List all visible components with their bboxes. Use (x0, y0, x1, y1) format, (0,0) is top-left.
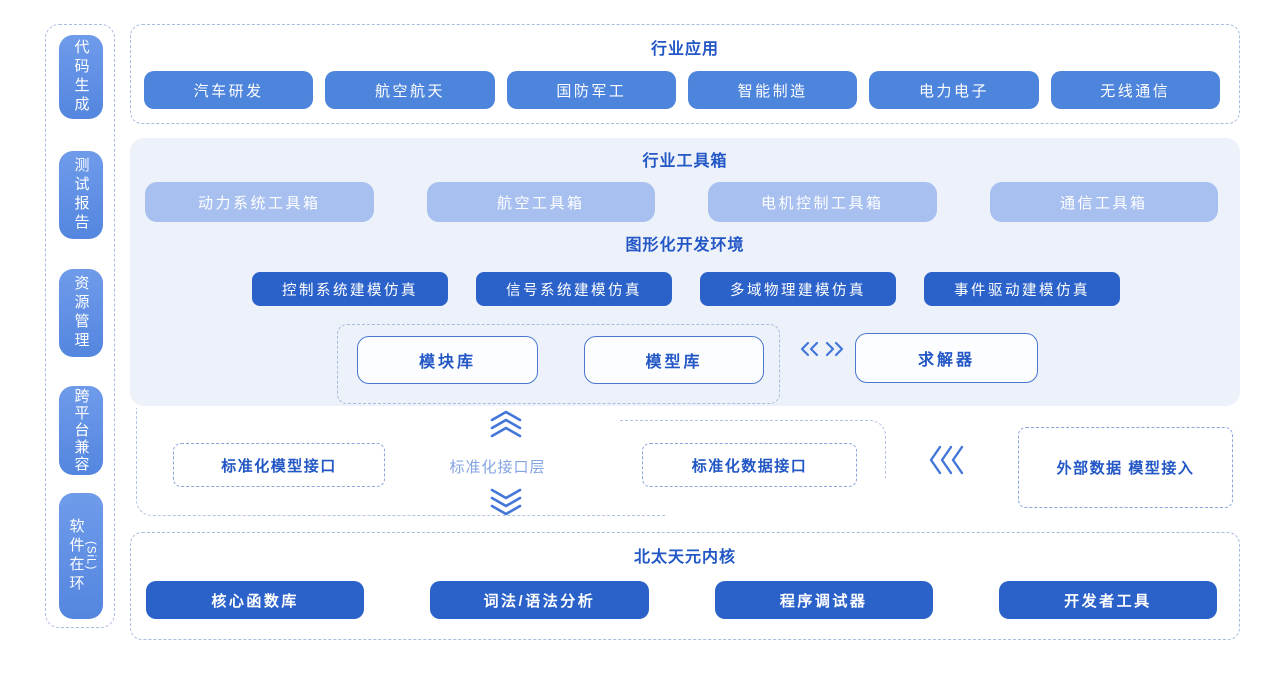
toolbox-motor-control[interactable]: 电机控制工具箱 (708, 182, 937, 222)
model-library-box[interactable]: 模型库 (584, 336, 764, 384)
toolbox-powertrain[interactable]: 动力系统工具箱 (145, 182, 374, 222)
sidebar-item-label: 资源管理 (72, 275, 90, 351)
ide-signal-system-sim[interactable]: 信号系统建模仿真 (476, 272, 672, 306)
toolbox-aviation[interactable]: 航空工具箱 (426, 182, 655, 222)
ide-title: 图形化开发环境 (625, 237, 745, 254)
ide-multidomain-sim[interactable]: 多域物理建模仿真 (700, 272, 896, 306)
sidebar-item-label: 代码生成 (72, 39, 90, 115)
industry-app-aerospace[interactable]: 航空航天 (325, 71, 495, 109)
toolbox-title: 行业工具箱 (642, 153, 728, 170)
sidebar-item-cross-platform[interactable]: 跨平台兼容 (59, 386, 103, 475)
dashed-connector-left-shape (136, 408, 666, 516)
ide-row: 控制系统建模仿真 信号系统建模仿真 多域物理建模仿真 事件驱动建模仿真 (252, 272, 1120, 306)
industry-app-wireless[interactable]: 无线通信 (1050, 71, 1220, 109)
kernel-core-function-library[interactable]: 核心函数库 (146, 581, 365, 619)
external-data-model-access-box[interactable]: 外部数据 模型接入 (1018, 427, 1233, 508)
sidebar-item-sublabel: (SiL) (84, 541, 97, 571)
toolbox-row: 动力系统工具箱 航空工具箱 电机控制工具箱 通信工具箱 (145, 182, 1218, 222)
kernel-developer-tools[interactable]: 开发者工具 (998, 581, 1217, 619)
sidebar-item-label: 跨平台兼容 (72, 388, 90, 473)
industry-apps-title: 行业应用 (650, 41, 719, 58)
interface-layer-label: 标准化接口层 (449, 459, 546, 476)
sidebar-item-test-report[interactable]: 测试报告 (59, 151, 103, 239)
kernel-debugger[interactable]: 程序调试器 (714, 581, 933, 619)
dashed-connector-right-shape (620, 420, 886, 478)
standard-data-interface-box[interactable]: 标准化数据接口 (642, 443, 857, 487)
sidebar-item-software-in-loop[interactable]: 软件在环 (SiL) (59, 493, 103, 619)
sidebar-item-label: 测试报告 (72, 157, 90, 233)
industry-app-power[interactable]: 电力电子 (869, 71, 1039, 109)
sidebar-item-label: 软件在环 (67, 518, 85, 594)
kernel-title: 北太天元内核 (633, 549, 736, 566)
ide-control-system-sim[interactable]: 控制系统建模仿真 (252, 272, 448, 306)
triple-chevron-up-icon (487, 409, 525, 439)
industry-apps-row: 汽车研发 航空航天 国防军工 智能制造 电力电子 无线通信 (144, 71, 1220, 109)
ide-event-driven-sim[interactable]: 事件驱动建模仿真 (924, 272, 1120, 306)
sidebar-item-code-generation[interactable]: 代码生成 (59, 35, 103, 119)
standard-model-interface-box[interactable]: 标准化模型接口 (173, 443, 385, 487)
triple-chevron-left-icon (926, 444, 968, 476)
industry-app-manufacturing[interactable]: 智能制造 (687, 71, 858, 109)
kernel-panel: 北太天元内核 核心函数库 词法/语法分析 程序调试器 开发者工具 (130, 532, 1240, 640)
toolbox-ide-panel: 行业工具箱 动力系统工具箱 航空工具箱 电机控制工具箱 通信工具箱 图形化开发环… (130, 138, 1240, 406)
sidebar-item-resource-management[interactable]: 资源管理 (59, 269, 103, 357)
industry-apps-panel: 行业应用 汽车研发 航空航天 国防军工 智能制造 电力电子 无线通信 (130, 24, 1240, 124)
kernel-lexer-parser[interactable]: 词法/语法分析 (430, 581, 649, 619)
sidebar: 代码生成 测试报告 资源管理 跨平台兼容 软件在环 (SiL) (45, 24, 115, 628)
industry-app-automotive[interactable]: 汽车研发 (144, 71, 314, 109)
toolbox-communication[interactable]: 通信工具箱 (989, 182, 1218, 222)
industry-app-defense[interactable]: 国防军工 (506, 71, 676, 109)
triple-chevron-down-icon (487, 487, 525, 517)
solver-box[interactable]: 求解器 (855, 333, 1038, 383)
block-library-box[interactable]: 模块库 (357, 336, 538, 384)
kernel-row: 核心函数库 词法/语法分析 程序调试器 开发者工具 (146, 581, 1217, 619)
library-group: 模块库 模型库 (337, 324, 780, 404)
double-chevrons-left-right-icon (798, 340, 846, 358)
